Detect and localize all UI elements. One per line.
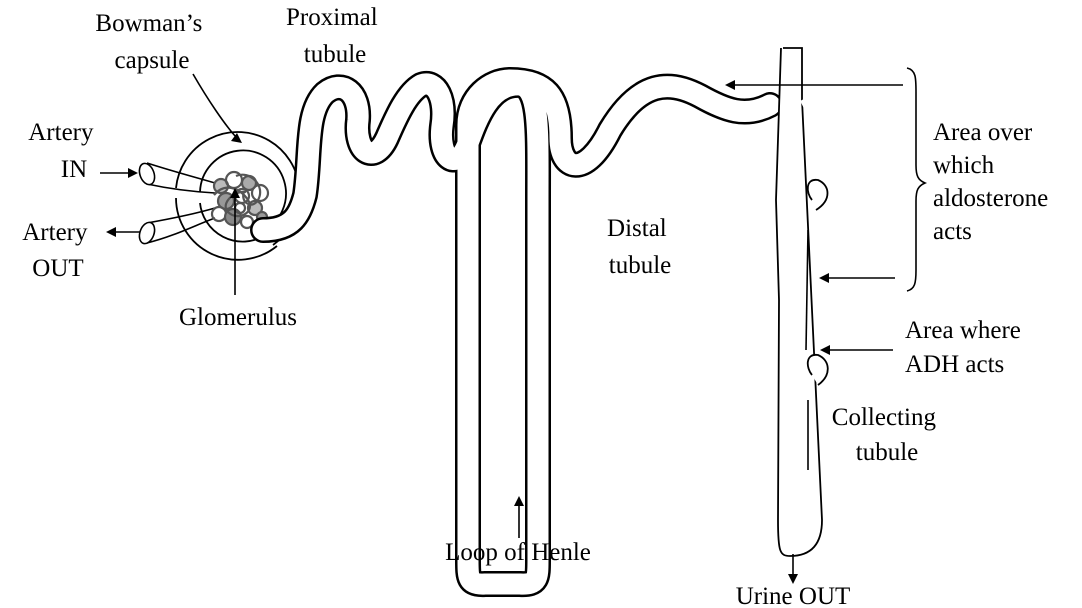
leader-artery-in (100, 168, 138, 178)
leader-aldosterone-top (725, 80, 903, 90)
collecting-tubule-shape (776, 48, 828, 556)
aldosterone-brace (907, 68, 925, 291)
label-glomerulus: Glomerulus (179, 304, 297, 331)
label-bowmans-capsule: Bowman’s capsule (95, 10, 208, 74)
leader-loop-of-henle (514, 496, 524, 538)
leader-artery-out (106, 227, 140, 237)
leader-urine-out (788, 554, 798, 584)
label-urine-out: Urine OUT (736, 583, 851, 608)
nephron-tubule-lumen (263, 80, 770, 584)
label-collecting-tubule: Collecting tubule (832, 404, 942, 466)
label-artery-out: Artery OUT (22, 219, 94, 282)
label-aldosterone-area: Area over which aldosterone acts (933, 119, 1054, 245)
label-distal-tubule: Distal tubule (607, 215, 673, 279)
nephron-tubule (263, 80, 770, 584)
leader-aldosterone-bottom (819, 273, 895, 283)
leader-adh (820, 345, 893, 355)
label-loop-of-henle: Loop of Henle (445, 539, 591, 566)
label-adh-area: Area where ADH acts (905, 317, 1027, 378)
label-proximal-tubule: Proximal tubule (286, 4, 384, 68)
label-artery-in: Artery IN (28, 119, 100, 183)
